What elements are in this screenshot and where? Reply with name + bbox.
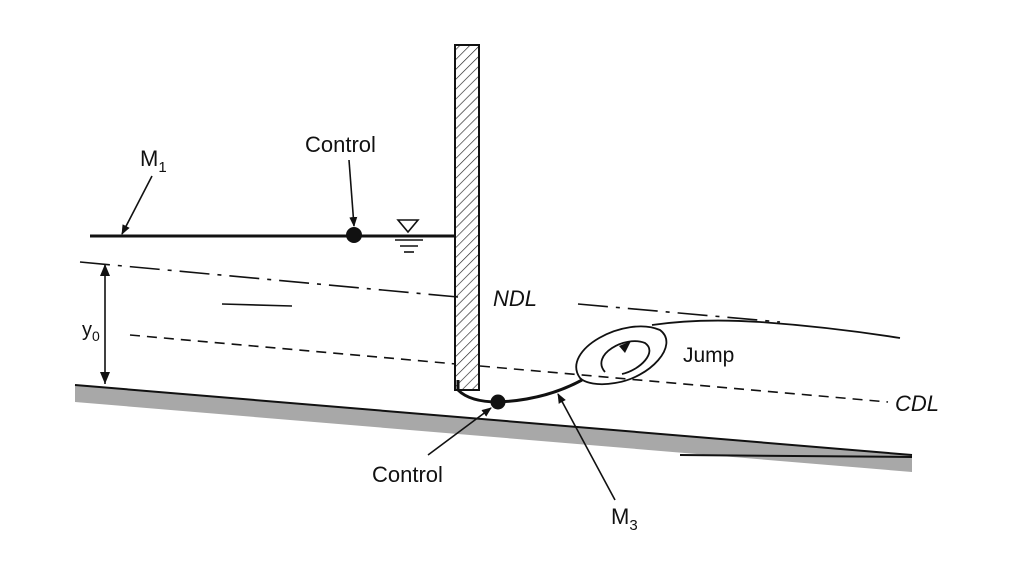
ndl-line-downstream	[577, 303, 781, 323]
control-label-top: Control	[305, 132, 376, 157]
cdl-line-downstream	[479, 365, 889, 403]
ndl-label: NDL	[493, 286, 537, 311]
y0-arrowhead-top	[100, 264, 110, 276]
ndl-line-upstream	[79, 261, 459, 298]
downstream-water-surface	[651, 319, 901, 339]
y0-label: y0	[82, 319, 100, 344]
control-label-bottom: Control	[372, 462, 443, 487]
cdl-line-upstream	[129, 334, 457, 365]
control-bottom-leader-arrow	[427, 407, 492, 456]
channel-bed-tail-line	[679, 454, 913, 458]
hydraulic-jump-roller	[575, 325, 668, 386]
y0-arrowhead-bottom	[100, 372, 110, 384]
control-point-upstream	[346, 227, 362, 243]
sluice-gate	[454, 44, 480, 391]
channel-bed-top-edge	[74, 384, 913, 456]
m3-leader-arrow	[557, 393, 616, 501]
m1-label: M1	[140, 146, 167, 176]
m1-leader-arrow	[121, 175, 153, 235]
cdl-label: CDL	[895, 391, 939, 416]
jump-label: Jump	[683, 344, 734, 367]
water-surface-symbol	[395, 219, 423, 253]
flow-dash-mark	[221, 303, 293, 307]
channel-bed	[75, 385, 912, 472]
control-top-leader-arrow	[348, 159, 358, 227]
m3-label: M3	[611, 504, 638, 534]
control-point-downstream	[490, 394, 506, 410]
